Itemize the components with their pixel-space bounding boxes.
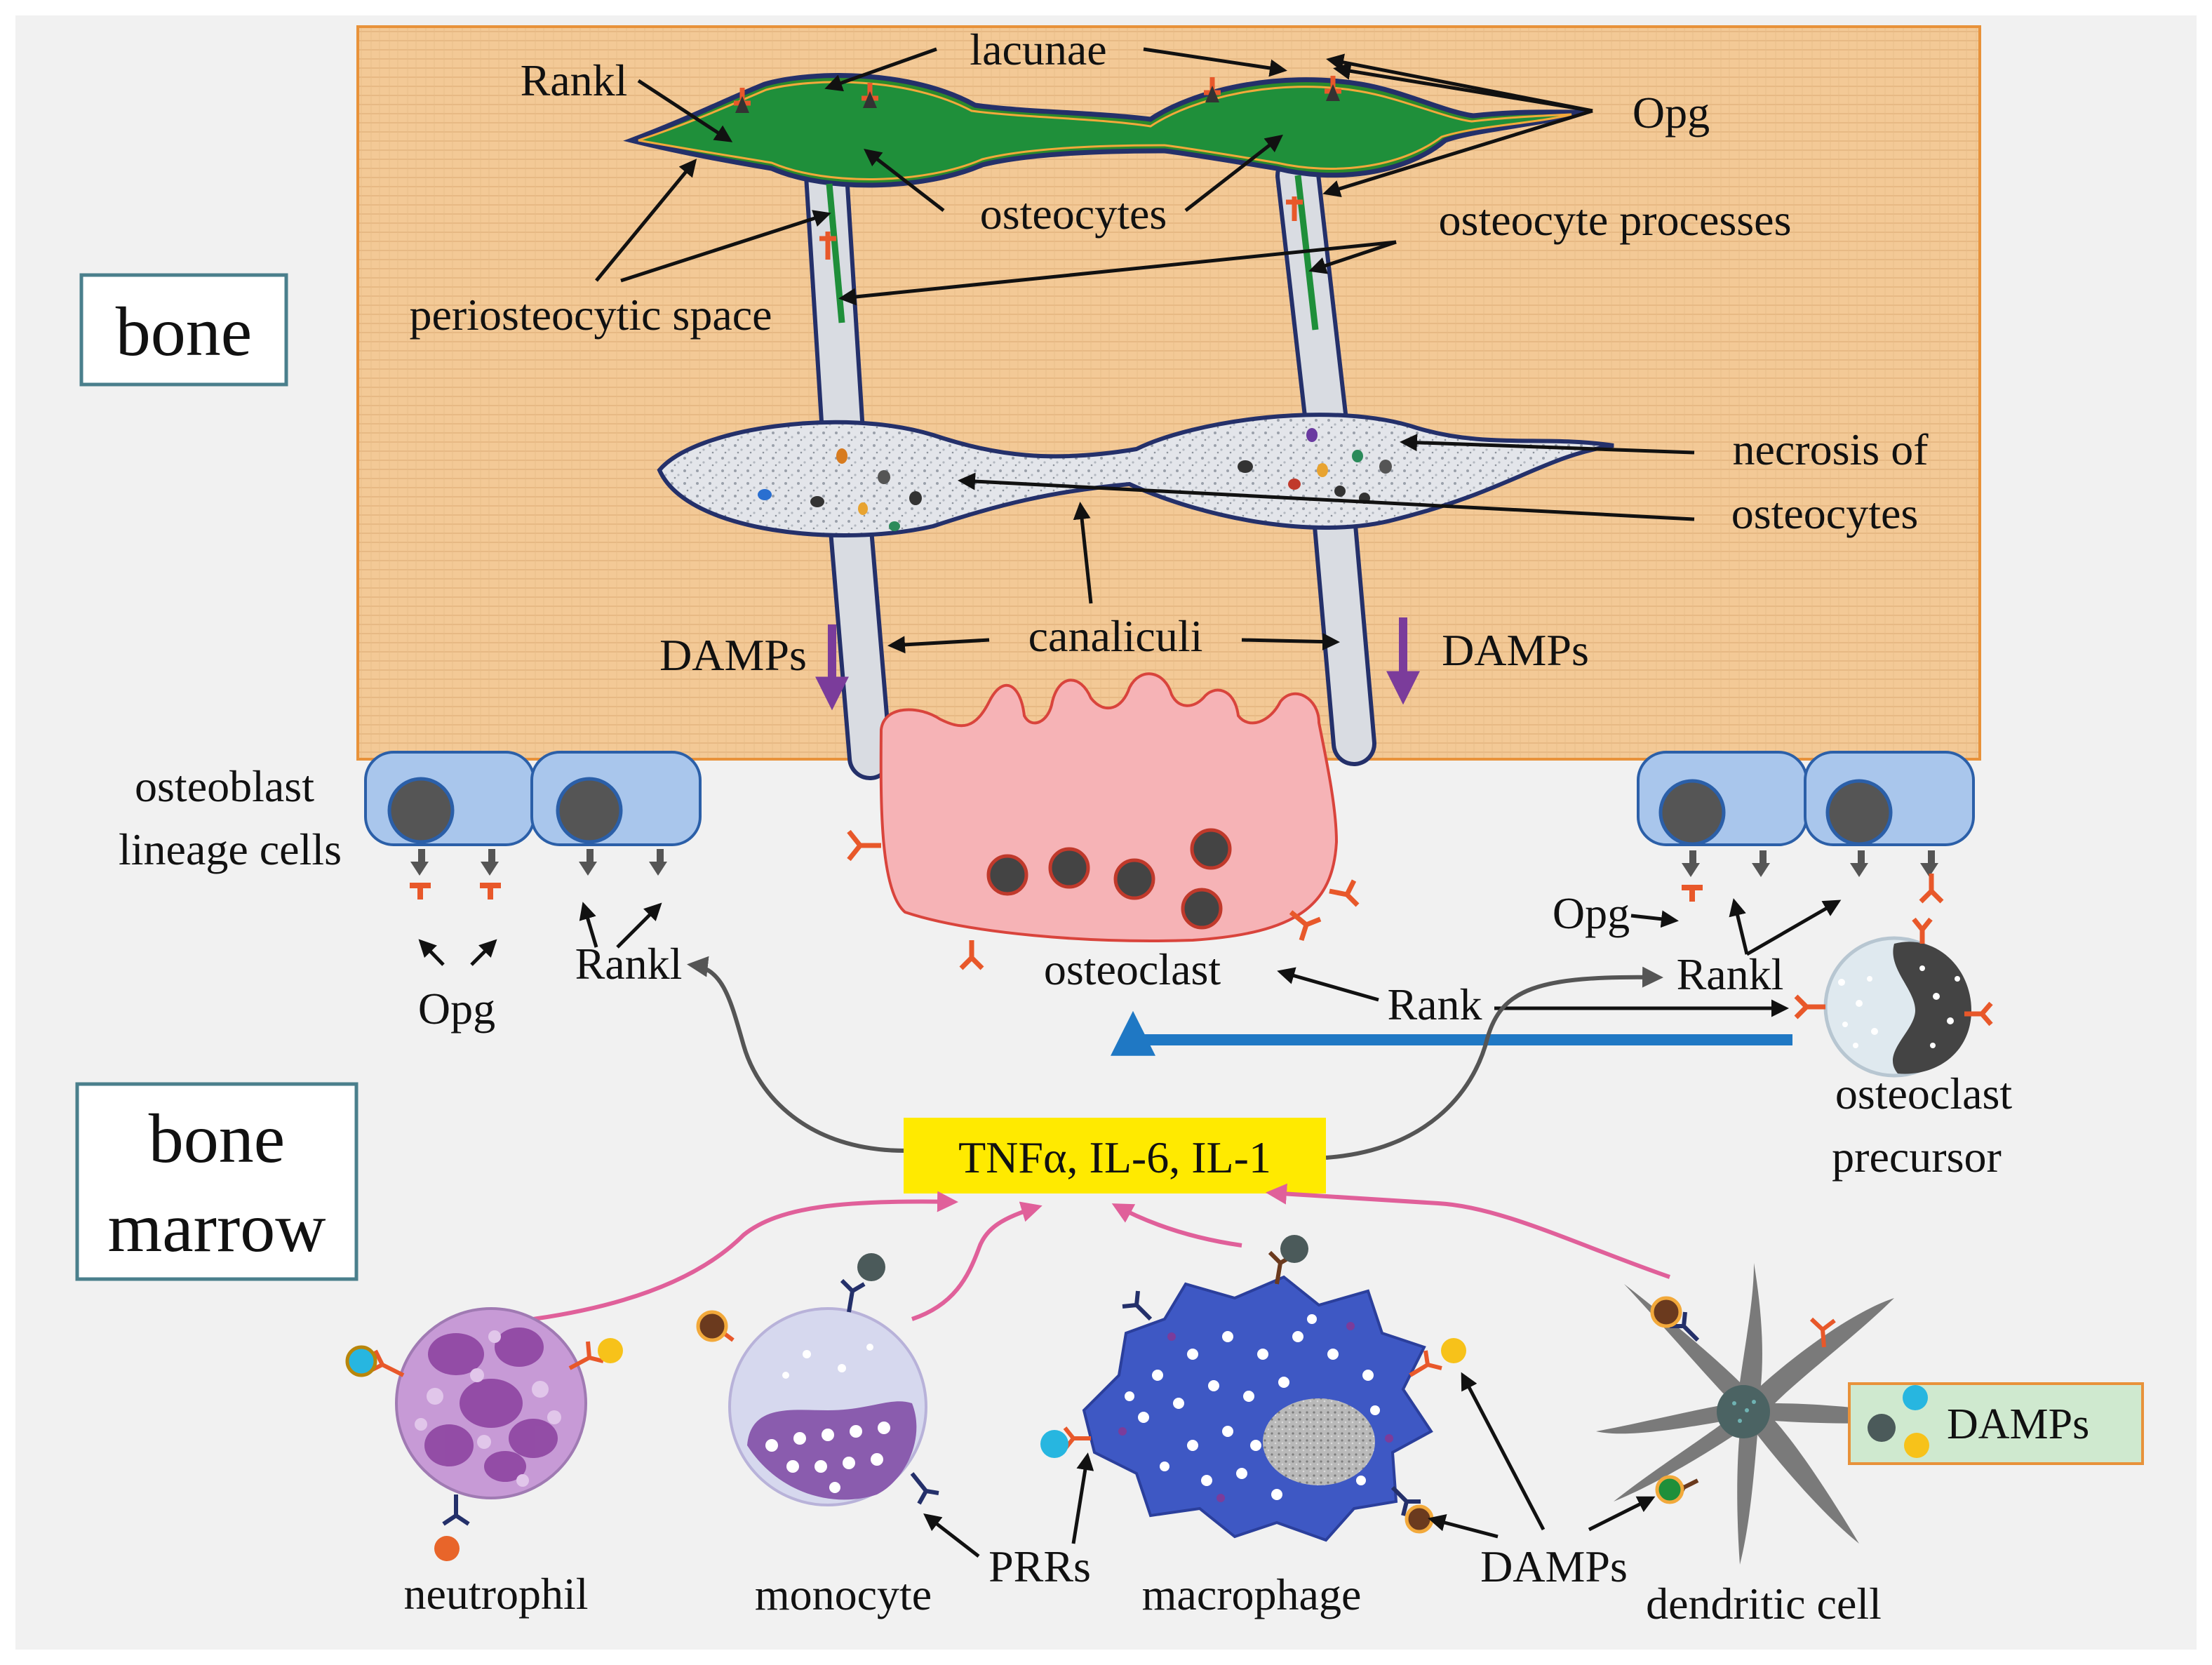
opg-label: Opg [1633,88,1710,138]
damps-down-arrows [815,617,1420,711]
macrophage-cell [1040,1235,1466,1542]
bone-region-box [79,273,288,387]
bone-marrow-label-line2: marrow [108,1189,326,1266]
prrs-damps-arrows [923,1372,1656,1558]
neutrophil-cell [345,1307,623,1561]
necrosis-label-line2: osteocytes [1731,488,1919,538]
dendritic-cell-label: dendritic cell [1646,1579,1882,1629]
cytokines-label: TNFα, IL-6, IL-1 [958,1132,1271,1182]
text-labels: bone bone marrow Rankl lacunae Opg osteo… [108,25,2090,1629]
cell-to-cytokine-arrows [532,1183,1670,1321]
dendritic-cell-receptors [1650,1296,1836,1504]
cytokine-arrows [687,956,1663,1160]
osteoblast-cells-left [364,751,702,900]
osteoclast-label: osteoclast [1044,944,1221,994]
osteoclast-cell [879,672,1339,942]
dendritic-cell [1596,1263,1936,1565]
legend-damps-label: DAMPs [1947,1400,2089,1448]
canaliculi-label: canaliculi [1028,611,1203,661]
rankl-label: Rankl [521,55,628,105]
lacuna-rankl-receptors [734,76,1341,260]
necrosis-label-line1: necrosis of [1732,424,1929,474]
osteoblast-label-line2: lineage cells [119,824,342,874]
lacunae-label: lacunae [970,25,1106,74]
osteoblast-label-line1: osteoblast [135,761,314,811]
opg-right-label: Opg [1553,888,1630,938]
opg-left-label: Opg [418,984,495,1034]
bone-marrow-region-box [75,1082,358,1281]
bone-region-label: bone [116,293,252,370]
osteoclast-precursor-cell [1794,917,1993,1078]
osteoclast-rank-receptors [847,829,1360,970]
precursor-label-line1: osteoclast [1835,1069,2013,1118]
cytokine-box [904,1118,1326,1193]
damps-cells-label: DAMPs [1480,1542,1628,1591]
osteocyte-processes-label: osteocyte processes [1439,195,1792,245]
damps-legend [1848,1382,2144,1465]
monocyte-cell [696,1253,939,1506]
rankl-right-label: Rankl [1677,949,1784,999]
neutrophil-label: neutrophil [403,1569,588,1619]
macrophage-label: macrophage [1142,1570,1362,1619]
bone-marrow-label-line1: bone [149,1099,285,1177]
rank-label: Rank [1387,979,1482,1029]
prrs-label: PRRs [988,1542,1091,1591]
damps-right-label: DAMPs [1442,625,1589,675]
bone-annotation-arrows [595,47,1695,654]
monocyte-label: monocyte [755,1570,932,1619]
periosteocytic-space-label: periosteocytic space [409,290,772,340]
damps-left-label: DAMPs [659,630,807,680]
interface-arrows [418,898,1842,1017]
rankl-left-label: Rankl [575,939,683,989]
precursor-label-line2: precursor [1832,1132,2002,1182]
differentiation-arrow [1111,1010,1792,1056]
macrophage-granules [1125,1314,1380,1500]
osteoblast-cells-right [1637,751,1975,904]
osteocytes-label: osteocytes [980,189,1167,239]
necrotic-lacunae [657,413,1614,537]
